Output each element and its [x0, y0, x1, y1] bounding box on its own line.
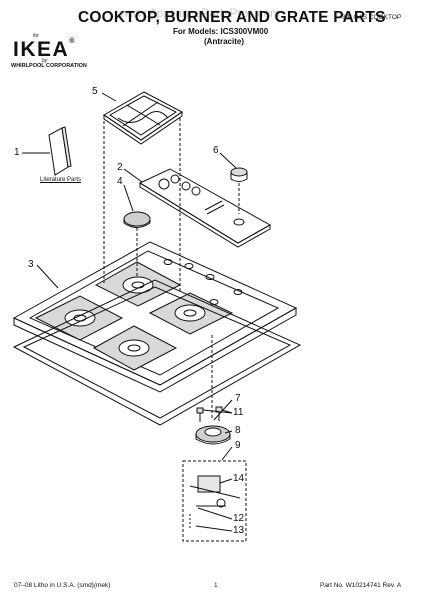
ikea-logo: IKEA® — [13, 38, 76, 62]
footer-litho: 07–08 Litho in U.S.A. (smd)(mek) — [14, 582, 111, 589]
model-number: For Models: ICS300VM00 — [173, 27, 269, 36]
burner-front-right — [94, 326, 176, 370]
callout-7: 7 — [235, 393, 241, 404]
callout-2: 2 — [117, 162, 123, 173]
burner-base-part-9[interactable] — [196, 426, 230, 444]
literature-part-1[interactable] — [49, 127, 71, 175]
grate-part-5[interactable] — [104, 92, 182, 144]
model-color: (Antracite) — [204, 37, 245, 46]
callout-11: 11 — [233, 407, 244, 418]
callout-4: 4 — [117, 176, 123, 187]
ikea-logo-text: IKEA — [13, 38, 70, 61]
footer-part-number: Part No. W10214741 Rev. A — [320, 582, 402, 589]
logo-for-label: for — [33, 33, 39, 39]
product-subtitle: 30" GAS COOKTOP — [342, 14, 402, 21]
igniter-assembly-part-8[interactable] — [183, 461, 246, 541]
corporation-label: WHIRLPOOL CORPORATION — [11, 63, 87, 69]
callout-3: 3 — [28, 259, 34, 270]
footer-page-number: 1 — [214, 582, 218, 589]
callout-14: 14 — [233, 473, 245, 484]
knob-part-6[interactable] — [231, 168, 247, 214]
literature-parts-label: Literature Parts — [40, 177, 82, 183]
burner-front-left — [36, 296, 122, 340]
callout-6: 6 — [213, 145, 219, 156]
callout-12: 12 — [233, 513, 245, 524]
gasket-part-7[interactable] — [14, 280, 300, 425]
burner-rear-right — [150, 293, 232, 334]
screws-part-11[interactable] — [197, 407, 222, 422]
burner-cap-part-4[interactable] — [124, 212, 150, 228]
callout-13: 13 — [233, 525, 245, 536]
burner-rear-left — [96, 262, 180, 306]
control-panel-part-2[interactable] — [140, 169, 270, 247]
knob-holes — [164, 260, 242, 305]
registered-mark: ® — [69, 38, 76, 45]
callout-5: 5 — [92, 86, 98, 97]
page-title: COOKTOP, BURNER AND GRATE PARTS — [78, 9, 386, 26]
watermark-text: www.AppliancePartsPros.com — [120, 6, 281, 20]
logo-by-label: by — [42, 58, 48, 64]
cooktop-part-3[interactable] — [14, 242, 296, 392]
callout-9: 8 — [235, 425, 241, 436]
callout-1: 1 — [14, 147, 20, 158]
callout-8: 9 — [235, 440, 241, 451]
